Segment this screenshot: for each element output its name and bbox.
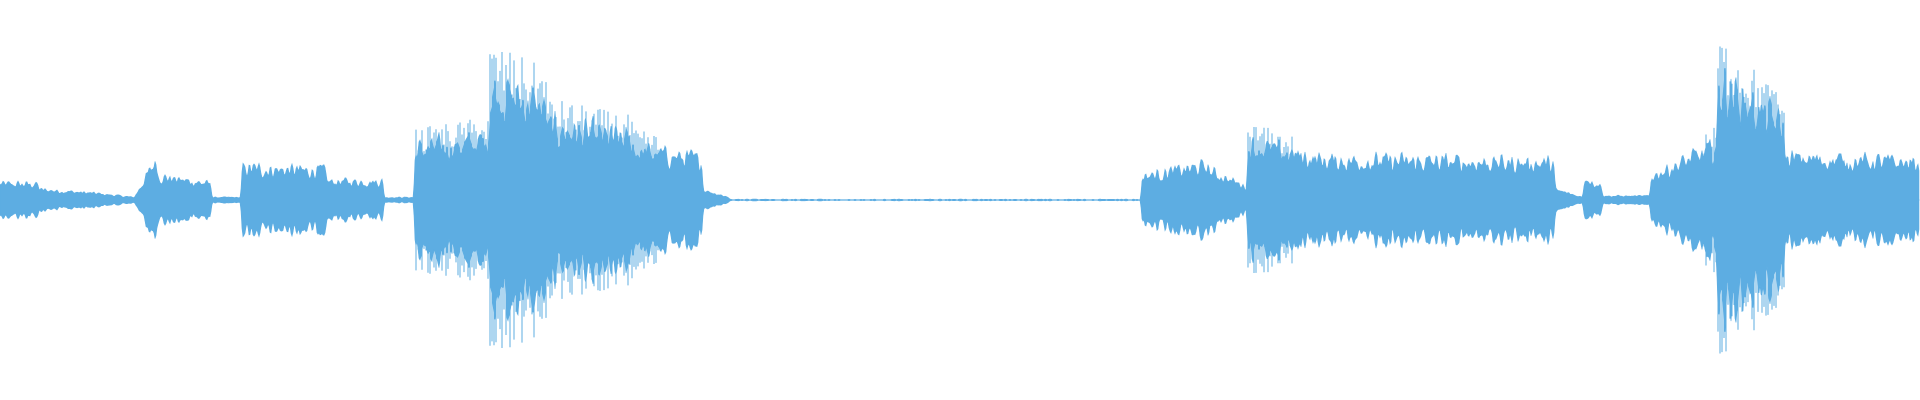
waveform-envelope bbox=[0, 68, 1920, 332]
waveform-spikes bbox=[415, 46, 1785, 354]
